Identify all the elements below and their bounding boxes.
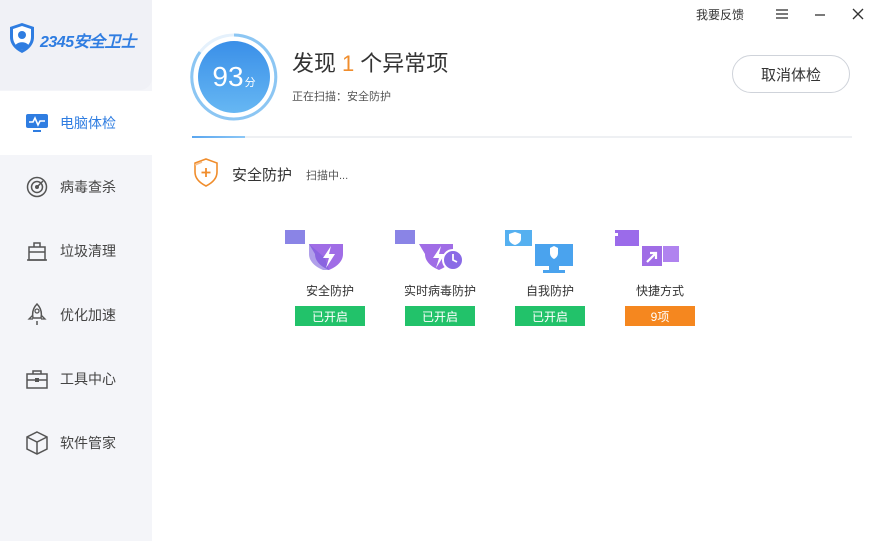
status-badge: 已开启 xyxy=(515,306,585,326)
cancel-check-button[interactable]: 取消体检 xyxy=(732,55,850,93)
cube-icon xyxy=(25,431,49,455)
close-icon xyxy=(852,8,864,20)
app-logo: 2345安全卫士 xyxy=(0,0,152,90)
scan-status-text: 正在扫描：安全防护 xyxy=(292,91,391,103)
close-button[interactable] xyxy=(848,4,868,24)
minimize-icon xyxy=(815,14,825,16)
score-ring-graphic xyxy=(190,33,278,121)
item-name: 快捷方式 xyxy=(635,284,684,298)
anomaly-count: 1 xyxy=(342,51,355,76)
shortcut-icon xyxy=(607,226,705,276)
feedback-link[interactable]: 我要反馈 xyxy=(695,7,744,22)
score-unit: 分 xyxy=(244,77,256,89)
check-item-self-protect: 自我防护 已开启 xyxy=(488,226,595,326)
sidebar-item-label: 软件管家 xyxy=(60,435,116,451)
sidebar-item-optimize[interactable]: 优化加速 xyxy=(0,283,152,347)
shield-lightning-icon xyxy=(271,226,375,276)
monitor-shield-icon xyxy=(488,226,595,276)
section-status: 扫描中... xyxy=(306,170,349,182)
item-name: 自我防护 xyxy=(525,284,574,298)
sidebar-item-label: 工具中心 xyxy=(60,371,116,387)
section-title: 安全防护 xyxy=(232,167,293,184)
check-item-security: 安全防护 已开启 xyxy=(271,226,375,326)
minimize-button[interactable] xyxy=(810,4,830,24)
shield-logo-icon xyxy=(10,23,34,53)
status-badge: 已开启 xyxy=(405,306,475,326)
status-badge: 9项 xyxy=(625,306,695,326)
sidebar-item-label: 垃圾清理 xyxy=(60,243,116,259)
check-item-realtime-virus: 实时病毒防护 已开启 xyxy=(381,226,485,326)
score-value: 93 xyxy=(212,61,244,92)
toolbox-icon xyxy=(25,367,49,391)
headline-prefix: 发现 xyxy=(292,51,337,76)
sidebar-item-virus-scan[interactable]: 病毒查杀 xyxy=(0,155,152,219)
rocket-icon xyxy=(25,303,49,327)
shield-plus-icon xyxy=(194,158,218,187)
headline-suffix: 个异常项 xyxy=(360,51,449,76)
sidebar-item-label: 优化加速 xyxy=(60,307,116,323)
shield-clock-icon xyxy=(381,226,485,276)
radar-icon xyxy=(25,175,49,199)
health-score: 93 分 xyxy=(190,33,278,121)
scan-progress-bar xyxy=(192,136,852,138)
item-name: 安全防护 xyxy=(305,284,354,298)
trash-bin-icon xyxy=(25,239,49,263)
sidebar-item-pc-check[interactable]: 电脑体检 xyxy=(0,91,152,155)
sidebar-item-label: 病毒查杀 xyxy=(60,179,116,195)
item-name: 实时病毒防护 xyxy=(403,284,476,298)
status-badge: 已开启 xyxy=(295,306,365,326)
sidebar-item-tools[interactable]: 工具中心 xyxy=(0,347,152,411)
hamburger-icon xyxy=(776,9,788,19)
monitor-check-icon xyxy=(25,111,49,135)
scan-progress-fill xyxy=(192,136,245,138)
menu-button[interactable] xyxy=(772,4,792,24)
title-bar-controls: 我要反馈 xyxy=(696,4,886,24)
sidebar-item-label: 电脑体检 xyxy=(60,115,116,131)
sidebar-item-junk-clean[interactable]: 垃圾清理 xyxy=(0,219,152,283)
check-item-shortcut: 快捷方式 9项 xyxy=(607,226,705,326)
brand-name: 2345安全卫士 xyxy=(40,34,136,51)
sidebar: 2345安全卫士 电脑体检 病毒查杀 垃圾清理 优化加速 工具中心 xyxy=(0,0,152,541)
sidebar-item-software[interactable]: 软件管家 xyxy=(0,411,152,475)
